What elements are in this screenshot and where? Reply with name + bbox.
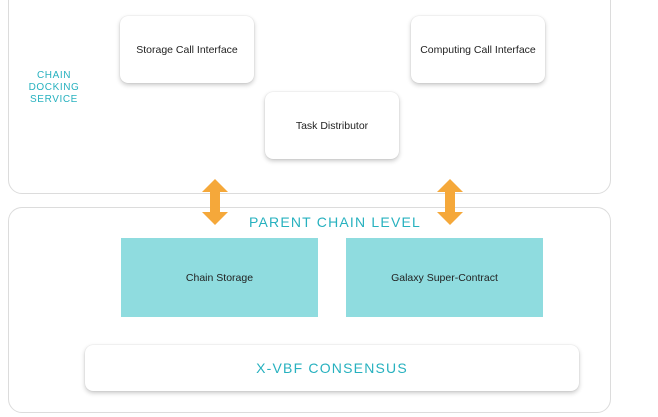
storage-call-interface-box: Storage Call Interface	[120, 16, 254, 83]
galaxy-super-contract-label: Galaxy Super-Contract	[391, 271, 498, 284]
double-headed-vertical-arrow-icon	[437, 179, 463, 225]
x-vbf-consensus-label: X-VBF CONSENSUS	[256, 360, 408, 376]
side-label-line-3: SERVICE	[30, 94, 78, 105]
storage-call-interface-label: Storage Call Interface	[136, 43, 238, 56]
chain-storage-label: Chain Storage	[185, 271, 254, 284]
computing-call-interface-label: Computing Call Interface	[420, 43, 536, 56]
galaxy-super-contract-block: Galaxy Super-Contract	[346, 238, 543, 317]
chain-docking-service-label: CHAIN DOCKING SERVICE	[22, 70, 86, 106]
side-label-line-2: DOCKING	[28, 82, 80, 93]
task-distributor-box: Task Distributor	[265, 92, 399, 159]
side-label-line-1: CHAIN	[36, 70, 72, 81]
computing-call-interface-box: Computing Call Interface	[411, 16, 545, 83]
x-vbf-consensus-box: X-VBF CONSENSUS	[85, 345, 579, 391]
parent-chain-level-title: PARENT CHAIN LEVEL	[248, 214, 422, 230]
task-distributor-label: Task Distributor	[295, 119, 369, 132]
double-headed-vertical-arrow-icon	[202, 179, 228, 225]
chain-storage-block: Chain Storage	[121, 238, 318, 317]
